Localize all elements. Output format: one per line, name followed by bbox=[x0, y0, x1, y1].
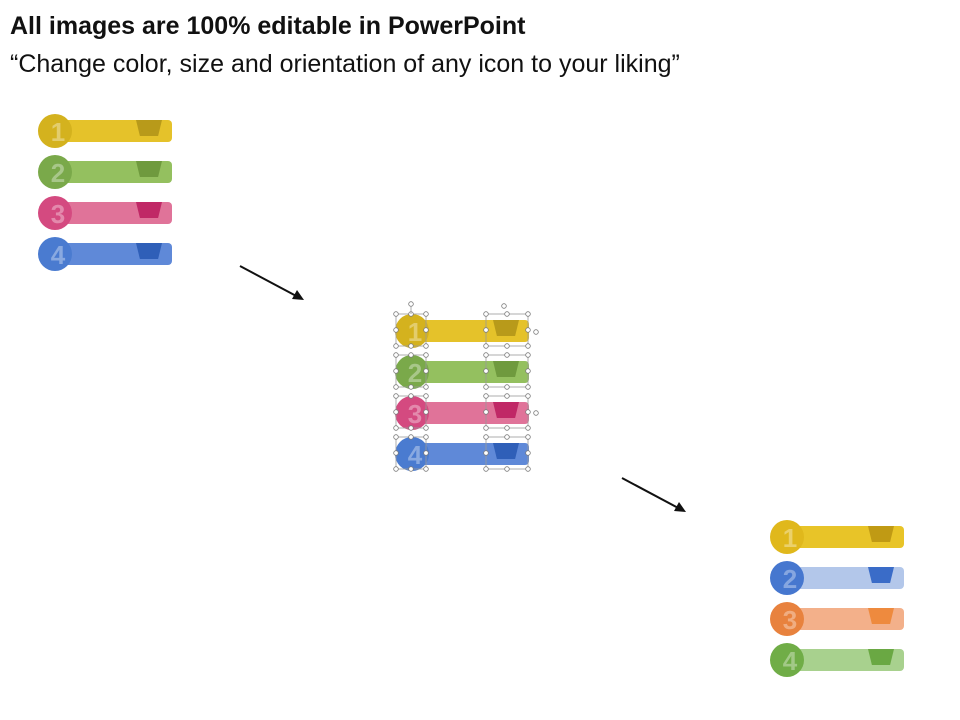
list-item[interactable]: 2 bbox=[395, 353, 535, 393]
arrow-icon bbox=[239, 265, 304, 300]
item-number: 1 bbox=[407, 317, 423, 347]
bar-tab bbox=[493, 320, 519, 336]
bar-tab bbox=[493, 361, 519, 377]
item-number: 1 bbox=[782, 523, 798, 553]
item-number: 4 bbox=[50, 240, 66, 270]
bar-tab bbox=[136, 120, 162, 136]
list-item[interactable]: 3 bbox=[395, 394, 535, 434]
number-circle bbox=[770, 602, 804, 636]
list-item[interactable]: 1 bbox=[38, 112, 178, 152]
number-circle bbox=[38, 237, 72, 271]
item-number: 1 bbox=[50, 117, 66, 147]
item-number: 3 bbox=[50, 199, 66, 229]
number-circle bbox=[38, 155, 72, 189]
item-number: 4 bbox=[407, 440, 423, 470]
number-circle bbox=[770, 561, 804, 595]
numbered-list-original[interactable]: 1 2 3 4 bbox=[38, 112, 178, 274]
bar-tab bbox=[868, 567, 894, 583]
list-item[interactable]: 1 bbox=[395, 312, 535, 352]
item-number: 2 bbox=[50, 158, 66, 188]
numbered-list-recolored[interactable]: 1 2 3 4 bbox=[770, 518, 910, 680]
page-title: All images are 100% editable in PowerPoi… bbox=[10, 12, 526, 40]
number-circle bbox=[770, 520, 804, 554]
item-number: 3 bbox=[782, 605, 798, 635]
number-circle bbox=[38, 196, 72, 230]
numbered-list-selected[interactable]: 1 2 3 4 bbox=[395, 312, 535, 474]
bar-tab bbox=[493, 443, 519, 459]
bar-tab bbox=[136, 161, 162, 177]
list-item[interactable]: 3 bbox=[38, 194, 178, 234]
bar-tab bbox=[868, 649, 894, 665]
list-item[interactable]: 2 bbox=[38, 153, 178, 193]
bar-tab bbox=[136, 202, 162, 218]
bar-tab bbox=[868, 608, 894, 624]
list-item[interactable]: 4 bbox=[770, 641, 910, 681]
number-circle bbox=[770, 643, 804, 677]
item-number: 3 bbox=[407, 399, 423, 429]
list-item[interactable]: 2 bbox=[770, 559, 910, 599]
bar-tab bbox=[136, 243, 162, 259]
list-item[interactable]: 3 bbox=[770, 600, 910, 640]
number-circle bbox=[38, 114, 72, 148]
item-number: 2 bbox=[407, 358, 423, 388]
arrow-icon bbox=[621, 477, 686, 512]
list-item[interactable]: 4 bbox=[395, 435, 535, 475]
item-number: 4 bbox=[782, 646, 798, 676]
item-number: 2 bbox=[782, 564, 798, 594]
bar-tab bbox=[868, 526, 894, 542]
bar-tab bbox=[493, 402, 519, 418]
list-item[interactable]: 1 bbox=[770, 518, 910, 558]
list-item[interactable]: 4 bbox=[38, 235, 178, 275]
page-subtitle: “Change color, size and orientation of a… bbox=[10, 50, 680, 78]
